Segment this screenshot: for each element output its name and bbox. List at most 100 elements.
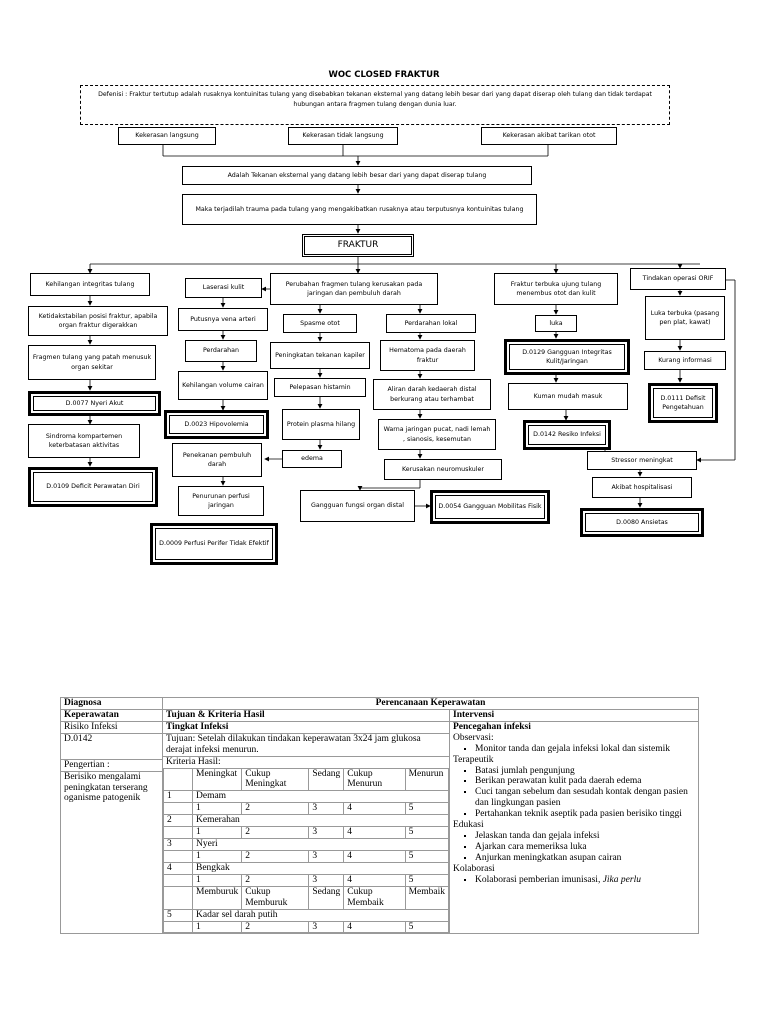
diagnosis-gangguan-mobilitas: D.0054 Gangguan Mobilitas Fisik — [430, 490, 550, 524]
score: 4 — [343, 873, 406, 887]
score: 3 — [308, 873, 345, 887]
list-item: Cuci tangan sebelum dan sesudah kontak d… — [475, 787, 695, 809]
diagnosis-hipovolemia: D.0023 Hipovolemia — [164, 410, 269, 439]
scale-head2-2: Cukup Memburuk — [241, 885, 310, 910]
col4-node-2: Hematoma pada daerah fraktur — [380, 340, 475, 371]
definition-box: Defenisi : Fraktur tertutup adalah rusak… — [80, 85, 670, 125]
scale-head2-1: Memburuk — [191, 885, 243, 910]
col3-node-2: Peningkatan tekanan kapiler — [270, 342, 370, 369]
scale-head-1: Meningkat — [191, 767, 243, 792]
kolaborasi-list: Kolaborasi pemberian imunisasi, Jika per… — [463, 875, 695, 886]
criteria-no: 2 — [163, 814, 193, 828]
header-tujuan: Tujuan & Kriteria Hasil — [162, 708, 450, 722]
kolaborasi-label: Kolaborasi — [453, 863, 495, 874]
terapeutik-label: Terapeutik — [453, 754, 494, 765]
diagnosis-cell: Risiko Infeksi D.0142 Pengertian : Beris… — [60, 720, 163, 935]
col1-node-2: Ketidakstabilan posisi fraktur, apabila … — [28, 306, 168, 336]
score: 4 — [343, 849, 406, 863]
score: 5 — [404, 873, 450, 887]
list-item: Monitor tanda dan gejala infeksi lokal d… — [475, 744, 695, 755]
scale-head-3: Sedang — [308, 767, 345, 792]
scale-head-5: Menurun — [404, 767, 450, 792]
score: 2 — [241, 826, 310, 840]
cause-box-3: Kekerasan akibat tarikan otot — [481, 127, 617, 145]
kolaborasi-italic: Jika perlu — [602, 874, 641, 885]
diagnosis-deficit-perawatan-diri: D.0109 Deficit Perawatan Diri — [28, 467, 158, 507]
score: 1 — [191, 802, 243, 816]
step1-box: Adalah Tekanan eksternal yang datang leb… — [182, 166, 532, 185]
score: 2 — [241, 920, 310, 934]
intervensi-cell: Pencegahan infeksi Observasi: Monitor ta… — [449, 720, 699, 935]
cause-box-1: Kekerasan langsung — [118, 127, 216, 145]
step2-box: Maka terjadilah trauma pada tulang yang … — [182, 194, 537, 225]
scale-head-4: Cukup Menurun — [343, 767, 406, 792]
col3-node-1: Spasme otot — [283, 314, 357, 333]
observasi-list: Monitor tanda dan gejala infeksi lokal d… — [463, 744, 695, 755]
criteria-name: Kadar sel darah putih — [192, 908, 449, 922]
header-keperawatan: Keperawatan — [60, 708, 163, 722]
col6-node-1: Tindakan operasi ORIF — [630, 268, 726, 290]
kriteria-label: Kriteria Hasil: — [166, 756, 221, 767]
diagnosis-defisit-pengetahuan: D.0111 Defisit Pengetahuan — [648, 383, 718, 423]
diagnosis-nyeri-akut: D.0077 Nyeri Akut — [28, 391, 161, 416]
scale-head2-3: Sedang — [308, 885, 345, 910]
col4-node-3: Aliran darah kedaerah distal berkurang a… — [373, 379, 491, 410]
col2-node-3: Perdarahan — [185, 340, 257, 362]
tujuan-text: Tujuan: Setelah dilakukan tindakan keper… — [163, 734, 449, 757]
criteria-name: Nyeri — [192, 838, 449, 851]
criteria-name: Demam — [192, 790, 449, 804]
score: 3 — [308, 802, 345, 816]
score: 4 — [343, 920, 406, 934]
col2-node-2: Putusnya vena arteri — [178, 308, 268, 331]
tingkat-infeksi: Tingkat Infeksi — [163, 722, 449, 734]
header-diagnosa-line1: Diagnosa — [64, 698, 102, 708]
edukasi-list: Jelaskan tanda dan gejala infeksi Ajarka… — [463, 831, 695, 864]
nursing-plan-table: Diagnosa Perencanaan Keperawatan Keperaw… — [60, 697, 699, 935]
pengertian-text: Berisiko mengalami peningkatan terserang… — [61, 770, 162, 805]
diagnosis-integritas-kulit: D.0129 Gangguan Integritas Kulit/Jaringa… — [504, 339, 630, 375]
diagnosis-code: D.0142 — [61, 732, 162, 745]
score: 1 — [191, 826, 243, 840]
score: 4 — [343, 826, 406, 840]
col6-node-2: Luka terbuka (pasang pen plat, kawat) — [645, 296, 725, 340]
col5-node-1: Fraktur terbuka ujung tulang menembus ot… — [494, 273, 618, 305]
scale-head2-5: Membaik — [404, 885, 450, 910]
score: 5 — [404, 826, 450, 840]
col6-node-3: Kurang informasi — [644, 351, 726, 370]
gangguan-fungsi-node: Gangguan fungsi organ distal — [300, 490, 415, 522]
criteria-no: 5 — [163, 908, 193, 922]
score: 2 — [241, 802, 310, 816]
criteria-no: 4 — [163, 861, 193, 875]
list-item: Jelaskan tanda dan gejala infeksi — [475, 831, 695, 842]
list-item: Kolaborasi pemberian imunisasi, Jika per… — [475, 875, 695, 886]
col2-node-6: Penekanan pembuluh darah — [172, 443, 262, 477]
center-node: Perubahan fragmen tulang kerusakan pada … — [270, 273, 438, 305]
header-diagnosa: Diagnosa — [60, 697, 163, 710]
kolaborasi-text: Kolaborasi pemberian imunisasi, — [475, 874, 603, 885]
col2-node-1: Laserasi kulit — [185, 278, 262, 298]
observasi-label: Observasi: — [453, 732, 494, 743]
col3-node-4: Protein plasma hilang — [282, 409, 360, 440]
kriteria-table: Meningkat Cukup Meningkat Sedang Cukup M… — [163, 767, 450, 934]
col3-node-5: edema — [282, 450, 342, 468]
tujuan-cell: Tingkat Infeksi Tujuan: Setelah dilakuka… — [162, 720, 450, 935]
diagram-title: WOC CLOSED FRAKTUR — [328, 70, 440, 80]
diagnosis-perfusi-perifer: D.0009 Perfusi Perifer Tidak Efektif — [150, 523, 278, 565]
list-item: Ajarkan cara memeriksa luka — [475, 842, 695, 853]
cause-box-2: Kekerasan tidak langsung — [288, 127, 398, 145]
score: 1 — [191, 849, 243, 863]
col2-node-4: Kehilangan volume cairan — [178, 371, 268, 400]
col3-node-3: Pelepasan histamin — [274, 378, 366, 397]
scale-head-2: Cukup Meningkat — [241, 767, 310, 792]
score: 5 — [404, 849, 450, 863]
col7-node-2: Akibat hospitalisasi — [592, 477, 692, 498]
criteria-name: Kemerahan — [192, 814, 449, 828]
col1-node-5: Sindroma kompartemen keterbatasan aktivi… — [28, 424, 140, 458]
criteria-no: 3 — [163, 838, 193, 851]
list-item: Batasi jumlah pengunjung — [475, 766, 695, 777]
score: 5 — [404, 920, 450, 934]
terapeutik-list: Batasi jumlah pengunjung Berikan perawat… — [463, 766, 695, 821]
col2-node-7: Penurunan perfusi jaringan — [178, 486, 264, 516]
edukasi-label: Edukasi — [453, 820, 484, 831]
score: 5 — [404, 802, 450, 816]
